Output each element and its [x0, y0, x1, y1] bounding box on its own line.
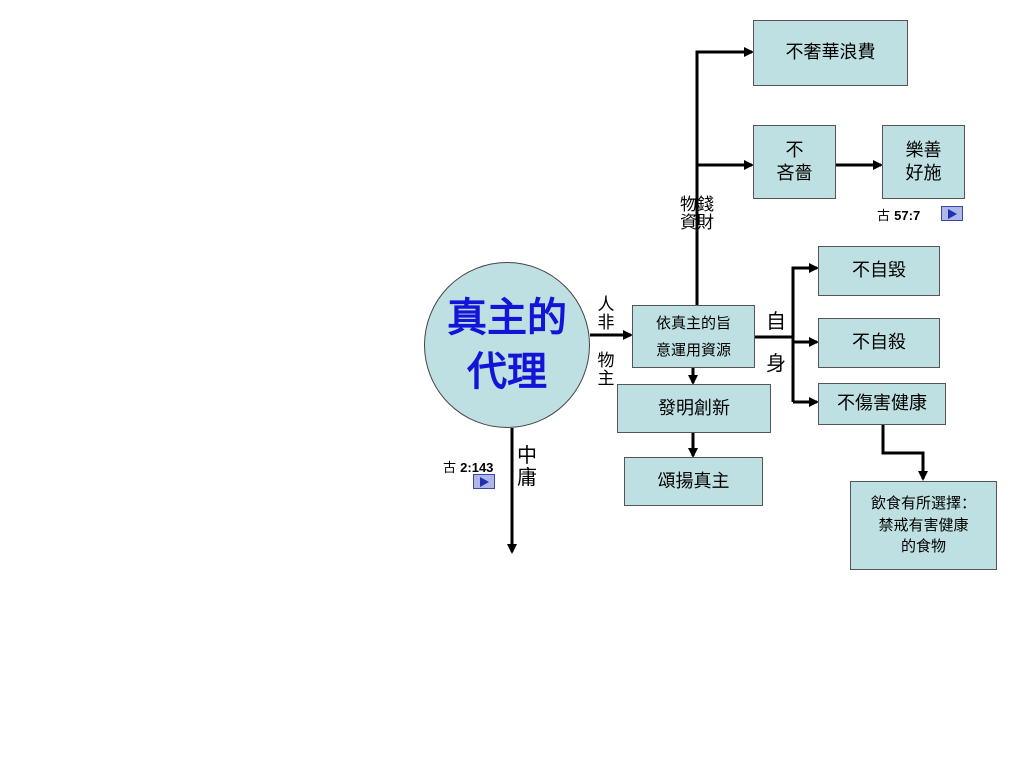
label-not-owner-char2: 非 [597, 313, 615, 333]
box-diet: 飲食有所選擇： 禁戒有害健康 的食物 [850, 481, 997, 570]
box-use-resources-line2: 意運用資源 [655, 340, 731, 359]
box-no-suicide-label: 不自殺 [852, 332, 906, 354]
label-moderation-char1: 中 [517, 443, 537, 467]
ref-57-7-prefix: 古 [877, 209, 891, 224]
label-moderation: 中 庸 [516, 444, 538, 488]
box-praise: 頌揚真主 [624, 457, 763, 506]
label-wealth-char3: 物 [680, 195, 697, 215]
box-diet-line2: 禁戒有害健康 [878, 515, 969, 534]
center-title-line2: 代理 [467, 348, 547, 395]
box-praise-label: 頌揚真主 [657, 470, 730, 492]
center-circle-vicegerent: 真主的 代理 [424, 262, 590, 428]
ref-57-7: 古 57:7 [877, 205, 920, 224]
label-wealth-char2: 財 [697, 213, 714, 233]
box-not-extravagant: 不奢華浪費 [753, 20, 908, 86]
label-wealth-char1: 錢 [697, 195, 714, 215]
box-not-stingy-line2: 吝嗇 [776, 163, 813, 184]
play-icon[interactable] [473, 474, 495, 489]
label-not-owner-char1: 人 [597, 295, 615, 315]
box-not-stingy-line1: 不 [785, 139, 804, 161]
box-no-harm-health-label: 不傷害健康 [837, 393, 927, 415]
box-use-resources: 依真主的旨 意運用資源 [632, 305, 755, 368]
label-self-char2: 身 [766, 351, 786, 375]
box-no-suicide: 不自殺 [818, 318, 940, 368]
label-not-owner-bottom: 物 主 [595, 352, 617, 388]
ref-2-143: 古 2:143 [443, 457, 493, 476]
center-title-line1: 真主的 [447, 294, 567, 341]
label-wealth: 物錢 資財 [676, 196, 718, 232]
label-self-top: 自 [765, 310, 787, 332]
box-diet-line3: 的食物 [900, 537, 946, 556]
box-not-extravagant-label: 不奢華浪費 [785, 42, 876, 64]
box-charity-line2: 好施 [905, 163, 942, 184]
box-innovate: 發明創新 [617, 384, 771, 433]
arrow-to-not-extravagant [695, 47, 754, 308]
label-moderation-char2: 庸 [517, 465, 537, 489]
label-not-owner-top: 人 非 [595, 296, 617, 332]
box-use-resources-line1: 依真主的旨 [655, 314, 731, 333]
label-self-bottom: 身 [765, 352, 787, 374]
arrow-health-to-diet [881, 425, 928, 481]
ref-2-143-prefix: 古 [443, 461, 457, 476]
label-wealth-char4: 資 [680, 213, 697, 233]
label-self-char1: 自 [766, 309, 786, 333]
box-not-stingy: 不 吝嗇 [753, 125, 836, 199]
box-diet-line1: 飲食有所選擇： [870, 493, 976, 512]
ref-2-143-verse: 2:143 [460, 460, 494, 475]
box-no-self-destroy-label: 不自毀 [852, 260, 906, 282]
label-not-owner-char3: 物 [597, 351, 615, 371]
label-not-owner-char4: 主 [597, 369, 615, 389]
box-no-self-destroy: 不自毀 [818, 246, 940, 296]
arrow-to-no-self-destroy [791, 263, 819, 402]
ref-57-7-verse: 57:7 [894, 208, 921, 223]
box-innovate-label: 發明創新 [658, 397, 730, 419]
play-icon[interactable] [941, 206, 963, 221]
box-charity: 樂善 好施 [882, 125, 965, 199]
box-no-harm-health: 不傷害健康 [818, 383, 946, 425]
box-charity-line1: 樂善 [905, 139, 942, 161]
